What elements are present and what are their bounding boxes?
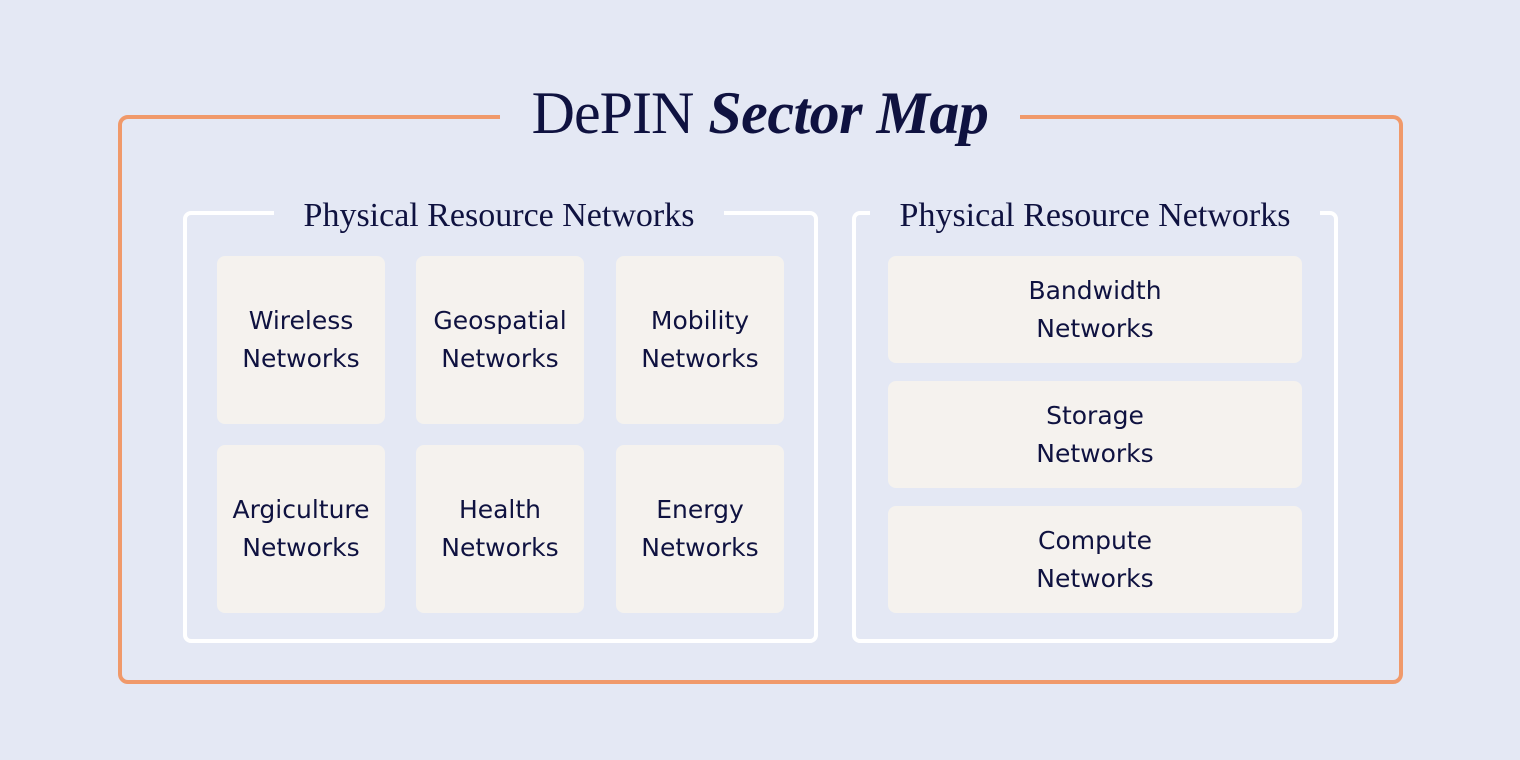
tile-label: Geospatial Networks — [433, 306, 567, 373]
tile-mobility-networks: Mobility Networks — [616, 256, 784, 424]
tile-storage-networks: Storage Networks — [888, 381, 1302, 488]
page-title: DePIN Sector Map — [500, 74, 1020, 152]
title-regular: DePIN — [531, 80, 695, 146]
tile-label: Compute Networks — [1036, 525, 1154, 593]
tile-label: Argiculture Networks — [232, 495, 370, 562]
tile-label: Bandwidth Networks — [1028, 275, 1162, 343]
tile-health-networks: Health Networks — [416, 445, 584, 613]
group-title-left: Physical Resource Networks — [274, 192, 724, 240]
tile-bandwidth-networks: Bandwidth Networks — [888, 256, 1302, 363]
tile-label: Storage Networks — [1036, 400, 1154, 468]
tile-label: Health Networks — [441, 495, 559, 562]
tile-label: Mobility Networks — [641, 306, 759, 373]
group-title-right: Physical Resource Networks — [870, 192, 1320, 240]
title-emphasis: Sector Map — [708, 80, 989, 146]
tile-energy-networks: Energy Networks — [616, 445, 784, 613]
tile-label: Wireless Networks — [242, 306, 360, 373]
tile-wireless-networks: Wireless Networks — [217, 256, 385, 424]
tile-geospatial-networks: Geospatial Networks — [416, 256, 584, 424]
tile-compute-networks: Compute Networks — [888, 506, 1302, 613]
tile-label: Energy Networks — [641, 495, 759, 562]
tile-agriculture-networks: Argiculture Networks — [217, 445, 385, 613]
